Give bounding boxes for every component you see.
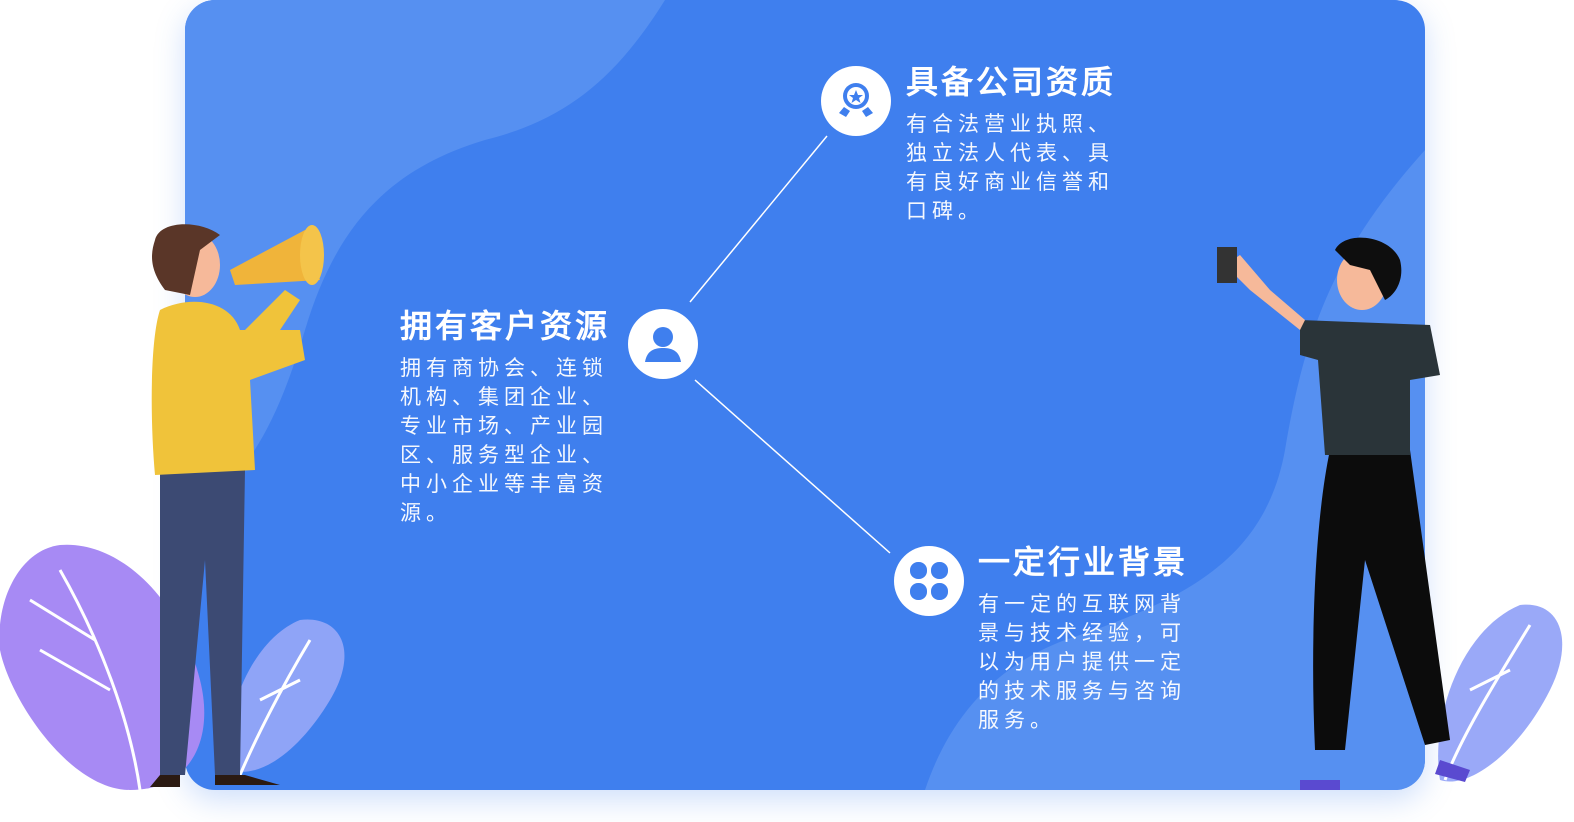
user-icon-node: [628, 309, 698, 379]
award-medal-icon: [839, 83, 873, 117]
feature-description: 有合法营业执照、独立法人代表、具有良好商业信誉和口碑。: [906, 112, 1114, 223]
feature-company-qualification: 具备公司资质 有合法营业执照、独立法人代表、具有良好商业信誉和口碑。: [906, 62, 1124, 226]
clover-grid-icon: [910, 562, 948, 600]
feature-industry-background: 一定行业背景 有一定的互联网背景与技术经验，可以为用户提供一定的技术服务与咨询服…: [978, 542, 1196, 735]
leaf-left: [0, 544, 205, 790]
clover-icon-node: [894, 546, 964, 616]
feature-card: [185, 0, 1425, 790]
feature-customer-resources: 拥有客户资源 拥有商协会、连锁机构、集团企业、专业市场、产业园区、服务型企业、中…: [400, 306, 618, 528]
feature-title: 拥有客户资源: [400, 307, 611, 345]
feature-title: 一定行业背景: [978, 543, 1189, 581]
feature-description: 拥有商协会、连锁机构、集团企业、专业市场、产业园区、服务型企业、中小企业等丰富资…: [400, 356, 608, 525]
leaf-right: [1438, 604, 1563, 782]
leaf-left-small: [228, 619, 345, 772]
feature-title: 具备公司资质: [906, 63, 1117, 101]
user-icon: [645, 327, 681, 362]
card-blobs: [185, 0, 1425, 790]
feature-description: 有一定的互联网背景与技术经验，可以为用户提供一定的技术服务与咨询服务。: [978, 592, 1186, 732]
award-icon-node: [821, 66, 891, 136]
